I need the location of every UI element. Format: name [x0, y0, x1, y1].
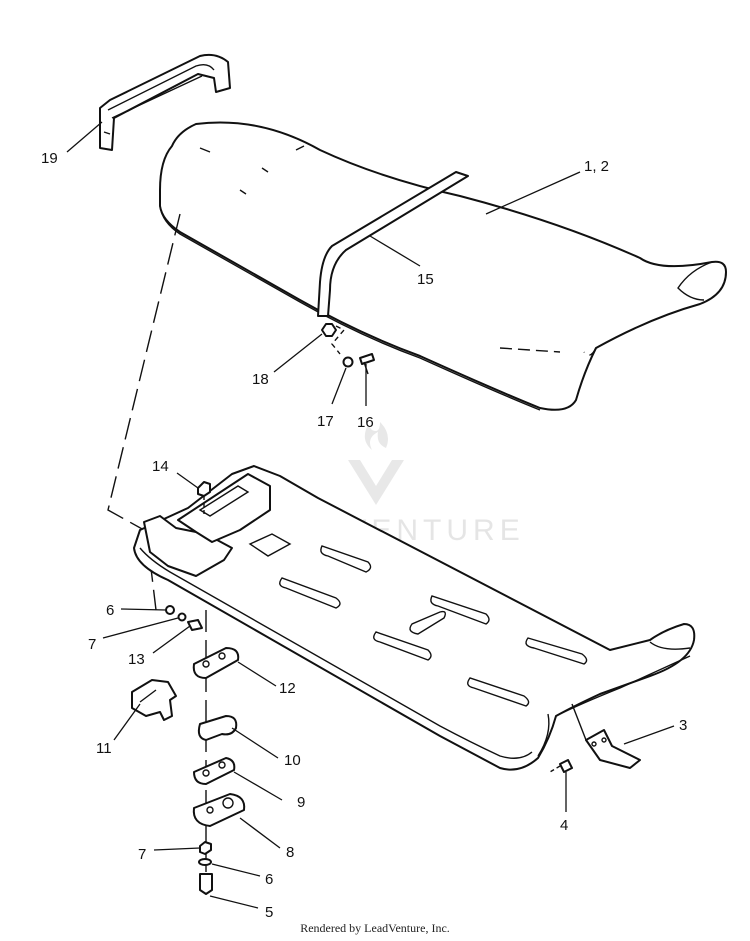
- callout-17: 17: [317, 413, 334, 430]
- nut-7b: [199, 841, 212, 855]
- bolt-13: [187, 619, 203, 631]
- hinge-plate-12: [192, 647, 240, 679]
- seat-cushion: [159, 121, 727, 411]
- washer-17: [342, 356, 354, 368]
- leader-lines: [66, 121, 675, 909]
- bracket-3: [585, 729, 641, 769]
- callout-14: 14: [152, 458, 169, 475]
- callout-19: 19: [41, 150, 58, 167]
- seat-fasteners: [321, 323, 375, 375]
- washer-6b: [198, 858, 212, 866]
- bolt-5: [199, 873, 213, 895]
- hinge-pin-10: [197, 715, 238, 741]
- bracket-fasteners-lower: [198, 841, 213, 895]
- seat-strap: [317, 171, 469, 317]
- hinge-block-8: [192, 793, 246, 827]
- callout-15: 15: [417, 271, 434, 288]
- screw-4: [559, 759, 573, 773]
- callout-labels: 19 1, 2 15 18 17 16 14 6 7 13 12 11 10 9…: [41, 150, 687, 921]
- callout-16: 16: [357, 414, 374, 431]
- callout-5: 5: [265, 904, 273, 921]
- callout-6-upper: 6: [106, 602, 114, 619]
- bolt-16: [359, 353, 375, 365]
- seat-handle: [99, 53, 231, 151]
- callout-11: 11: [96, 740, 112, 757]
- seat-base-pan: [133, 465, 696, 771]
- nut-14: [197, 481, 211, 497]
- callout-7-lower: 7: [138, 846, 146, 863]
- hinge-plate-9: [193, 757, 236, 785]
- bracket-fasteners-upper: [165, 605, 203, 631]
- callout-10: 10: [284, 752, 301, 769]
- hex-nut-18: [321, 323, 337, 337]
- callout-18: 18: [252, 371, 269, 388]
- callout-3: 3: [679, 717, 687, 734]
- lock-washer-7a: [177, 612, 187, 622]
- callout-13: 13: [128, 651, 145, 668]
- callout-7-upper: 7: [88, 636, 96, 653]
- render-credit: Rendered by LeadVenture, Inc.: [300, 921, 450, 935]
- callout-6-lower: 6: [265, 871, 273, 888]
- callout-12: 12: [279, 680, 296, 697]
- assembly-line-seat-to-base: [107, 213, 181, 531]
- washer-6a: [165, 605, 175, 615]
- callout-8: 8: [286, 844, 294, 861]
- callout-1-2: 1, 2: [584, 158, 609, 175]
- latch-11: [131, 679, 177, 721]
- callout-4: 4: [560, 817, 568, 834]
- callout-9: 9: [297, 794, 305, 811]
